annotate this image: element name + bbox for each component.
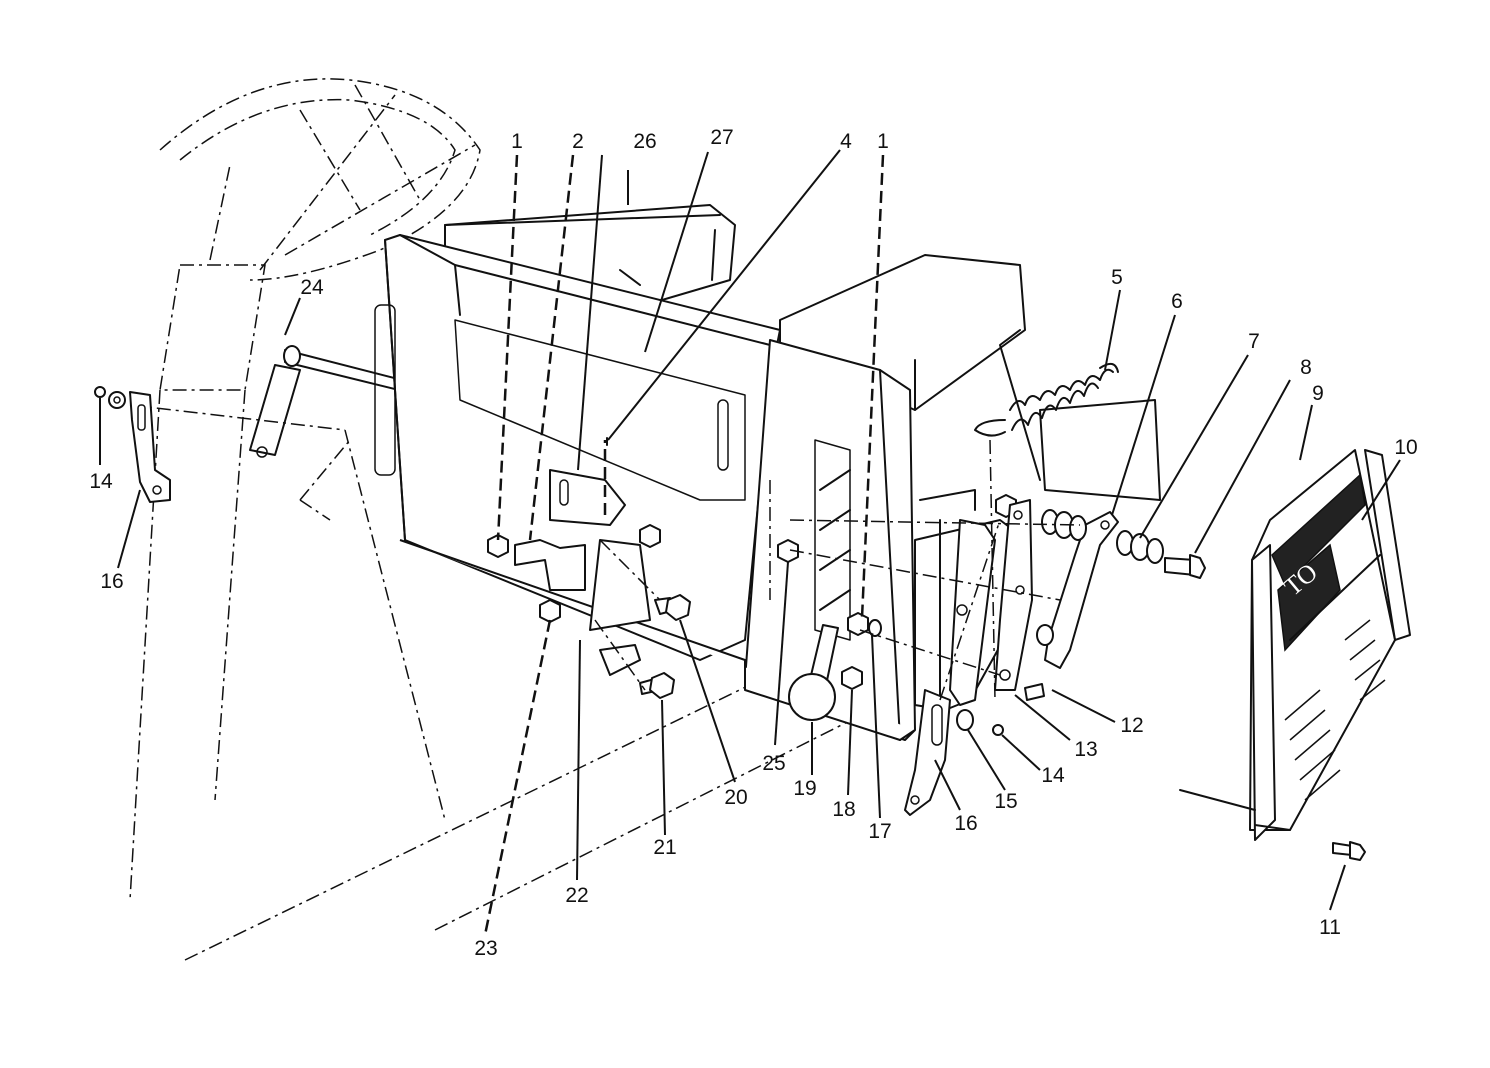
decal-panel: TO: [1179, 449, 1411, 861]
callout-19: 19: [793, 777, 816, 800]
callout-21: 21: [653, 836, 676, 859]
callout-4: 4: [840, 130, 852, 153]
callout-18: 18: [832, 798, 855, 821]
console-body: [374, 204, 1161, 741]
left-bracket: [94, 386, 171, 503]
callout-1-left: 1: [511, 130, 523, 153]
callout-9: 9: [1312, 382, 1324, 405]
linkage-arms: [904, 499, 1045, 816]
callout-14-right: 14: [1041, 764, 1065, 787]
callout-11: 11: [1319, 916, 1341, 939]
callout-14-left: 14: [89, 470, 113, 493]
callout-22: 22: [565, 884, 588, 907]
leader-lines: [99, 149, 1401, 911]
callout-26: 26: [633, 130, 656, 153]
callout-15: 15: [994, 790, 1017, 813]
callout-20: 20: [724, 786, 747, 809]
spring: [974, 362, 1119, 437]
shift-lever: [788, 624, 839, 721]
callout-16-right: 16: [954, 812, 977, 835]
callout-23: 23: [474, 937, 497, 960]
callout-13: 13: [1074, 738, 1097, 761]
callout-24: 24: [300, 276, 324, 299]
callout-16-left: 16: [100, 570, 123, 593]
callout-6: 6: [1171, 290, 1183, 313]
arm-6: [1036, 511, 1119, 669]
callout-2: 2: [572, 130, 584, 153]
callouts: 1 2 26 27 4 1 5 6 7 8 9 10 24 14 16 12 1…: [89, 126, 1417, 960]
callout-12: 12: [1120, 714, 1143, 737]
callout-25: 25: [762, 752, 785, 775]
washers-and-bolt: [1041, 509, 1206, 579]
callout-1-right: 1: [877, 130, 889, 153]
callout-5: 5: [1111, 266, 1123, 289]
callout-27: 27: [710, 126, 733, 149]
hardware: [487, 437, 1017, 699]
dashed-connectors: [299, 154, 1081, 936]
callout-10: 10: [1394, 436, 1417, 459]
callout-7: 7: [1248, 330, 1260, 353]
callout-8: 8: [1300, 356, 1312, 379]
callout-17: 17: [868, 820, 891, 843]
